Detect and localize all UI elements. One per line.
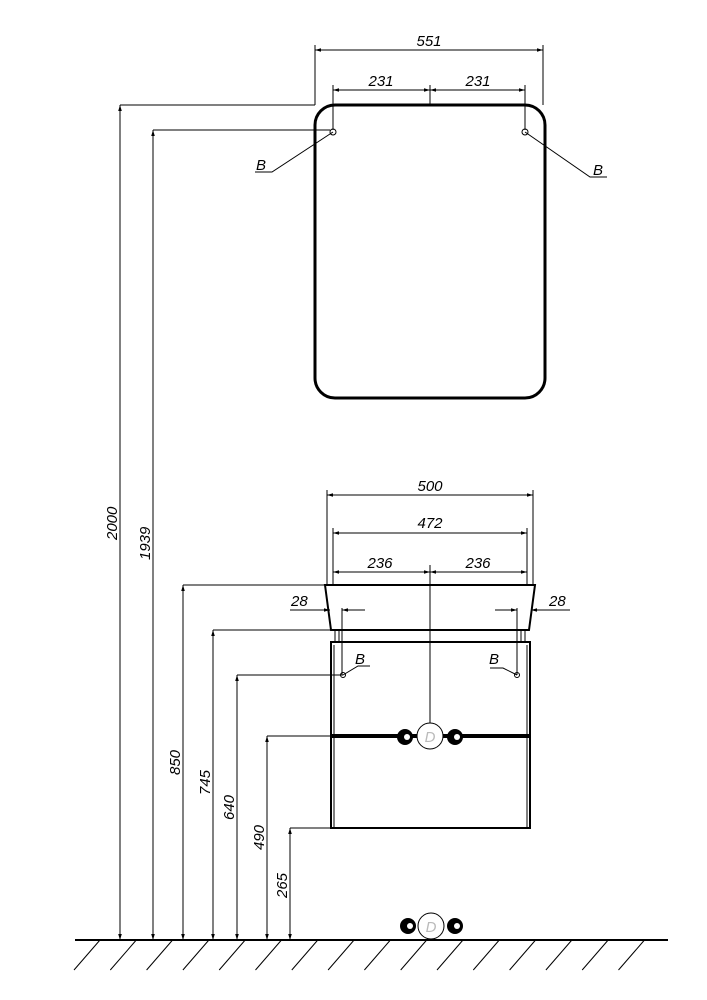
height-dimensions: 2000 1939 850 745 640 490 265	[104, 104, 400, 940]
floor-handle-label: D	[426, 919, 437, 936]
mirror-outline	[313, 103, 547, 400]
vanity-mount-right-label: B	[489, 651, 499, 668]
floor-hatch-line	[581, 939, 609, 971]
height-1939-label: 1939	[137, 526, 154, 560]
floor-hatch-line	[327, 939, 355, 971]
vanity-inner-width-label: 472	[417, 515, 443, 532]
vanity: 500 472 236 236 28 28 B B	[290, 478, 570, 829]
height-265-label: 265	[274, 872, 291, 899]
vanity-width-label: 500	[417, 478, 443, 495]
vanity-half-left-label: 236	[366, 555, 393, 572]
mirror: 551 231 231 B B	[255, 33, 607, 400]
floor-hatch-line	[182, 939, 210, 971]
mirror-half-right-label: 231	[464, 73, 490, 90]
floor-hatch-line	[146, 939, 173, 971]
floor-hatch-line	[364, 939, 391, 971]
vanity-mount-left-label: B	[355, 651, 365, 668]
vanity-half-right-label: 236	[464, 555, 491, 572]
mount-hole-icon	[514, 672, 520, 678]
handle-icon: D	[397, 722, 463, 750]
mirror-half-left-label: 231	[367, 73, 393, 90]
floor: D	[73, 912, 668, 971]
floor-hatch-line	[472, 939, 500, 971]
basin	[323, 584, 537, 631]
floor-hatch-line	[109, 939, 137, 971]
floor-hatch-line	[436, 939, 464, 971]
floor-hatch-line	[545, 939, 573, 971]
vanity-offset-right-label: 28	[548, 593, 566, 610]
mirror-width-label: 551	[416, 33, 441, 50]
mount-hole-icon	[521, 128, 529, 136]
height-850-label: 850	[167, 749, 184, 775]
height-490-label: 490	[251, 824, 268, 850]
mirror-mount-left-label: B	[256, 157, 266, 174]
height-745-label: 745	[197, 769, 214, 795]
floor-hatch-line	[73, 939, 101, 971]
floor-hatch-line	[400, 939, 428, 971]
mount-hole-icon	[329, 128, 337, 136]
floor-hatch-line	[255, 939, 282, 971]
height-2000-label: 2000	[104, 506, 121, 541]
floor-hatch-line	[618, 939, 645, 971]
handle-label: D	[425, 729, 436, 746]
floor-hatch-line	[291, 939, 319, 971]
handle-icon: D	[400, 912, 463, 940]
mirror-mount-right-label: B	[593, 162, 603, 179]
vanity-offset-left-label: 28	[290, 593, 308, 610]
floor-hatch-line	[218, 939, 246, 971]
floor-hatch-line	[509, 939, 536, 971]
height-640-label: 640	[221, 794, 238, 820]
